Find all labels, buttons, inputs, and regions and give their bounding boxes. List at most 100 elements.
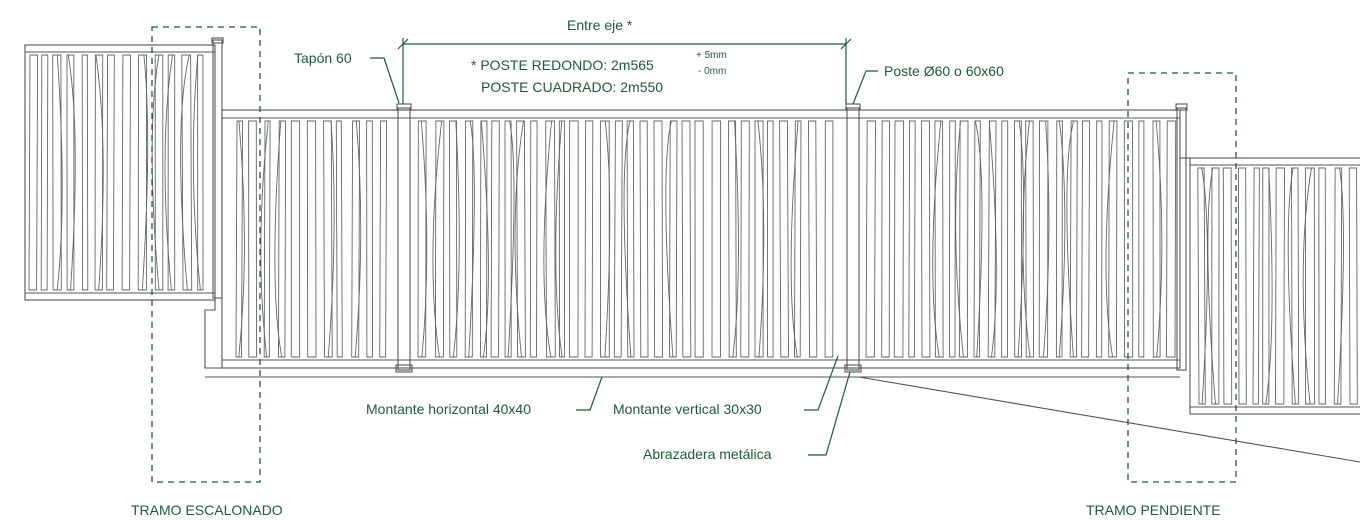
montante-horizontal-leader bbox=[576, 376, 603, 411]
branch-curve bbox=[274, 120, 283, 358]
dimension-tick-right bbox=[840, 38, 852, 50]
slat bbox=[653, 120, 664, 358]
tolerance-plus-label: + 5mm bbox=[696, 50, 727, 61]
branch-curve bbox=[327, 120, 335, 358]
branch-curve bbox=[238, 120, 245, 358]
branch-curve bbox=[974, 120, 983, 358]
slat bbox=[881, 120, 891, 358]
slat bbox=[1014, 120, 1022, 358]
slat bbox=[81, 54, 89, 291]
slat bbox=[767, 120, 774, 358]
annotations: Entre eje * * POSTE REDONDO: 2m565 + 5mm… bbox=[131, 17, 1237, 518]
branch-curve bbox=[164, 54, 173, 291]
slat bbox=[351, 120, 361, 358]
branch-curve bbox=[757, 120, 765, 358]
fence-panels bbox=[24, 37, 1360, 463]
slat bbox=[197, 54, 204, 291]
abrazadera-leader bbox=[808, 371, 851, 456]
right-panel-slats bbox=[1197, 167, 1358, 405]
slat bbox=[1152, 120, 1161, 358]
poste-cuadrado-label: POSTE CUADRADO: 2m550 bbox=[481, 79, 663, 95]
tramo-escalonado-box bbox=[151, 26, 261, 483]
slat bbox=[66, 54, 75, 291]
branch-curve bbox=[665, 120, 674, 358]
slat bbox=[694, 120, 704, 358]
branch-curve bbox=[468, 120, 475, 358]
branch-curve bbox=[151, 54, 160, 291]
slat bbox=[417, 120, 427, 358]
slat bbox=[1108, 120, 1118, 358]
branch-curve bbox=[452, 120, 460, 358]
slat bbox=[121, 54, 131, 291]
branch-curve bbox=[480, 120, 489, 358]
slat bbox=[824, 120, 834, 358]
clamp-2 bbox=[844, 364, 862, 373]
slat bbox=[920, 120, 931, 358]
branch-curve bbox=[604, 120, 611, 358]
left-stepped-panel-frame bbox=[24, 44, 216, 301]
montante-horizontal-label: Montante horizontal 40x40 bbox=[366, 401, 531, 417]
branch-curve bbox=[1058, 120, 1066, 358]
branch-curve bbox=[507, 120, 515, 358]
slat bbox=[1237, 167, 1247, 405]
branch-curve bbox=[432, 120, 443, 358]
branch-curve bbox=[623, 120, 632, 358]
slat bbox=[449, 120, 458, 358]
slat bbox=[779, 120, 789, 358]
slat bbox=[934, 120, 944, 358]
post-3 bbox=[1176, 107, 1187, 371]
slat bbox=[1252, 167, 1260, 405]
entre-eje-label: Entre eje * bbox=[567, 17, 633, 33]
slat bbox=[379, 120, 388, 358]
slat bbox=[1304, 167, 1315, 405]
slat bbox=[1291, 167, 1300, 405]
slat bbox=[40, 54, 49, 291]
branch-curve bbox=[932, 120, 942, 358]
tapon-label: Tapón 60 bbox=[294, 50, 352, 66]
slat bbox=[1333, 167, 1343, 405]
panel-a-slats bbox=[235, 120, 388, 358]
branch-curve bbox=[1066, 120, 1075, 358]
post-2 bbox=[846, 107, 860, 371]
slat bbox=[290, 120, 301, 358]
slat bbox=[949, 120, 956, 358]
slat bbox=[1318, 167, 1326, 405]
left-post-cap bbox=[211, 37, 224, 44]
slat bbox=[669, 120, 678, 358]
slat bbox=[1095, 120, 1103, 358]
branch-curve bbox=[67, 54, 76, 291]
montante-vertical-leader bbox=[804, 355, 839, 411]
slat bbox=[808, 120, 818, 358]
branch-curve bbox=[1207, 167, 1216, 405]
branch-curve bbox=[1337, 167, 1344, 405]
branch-curve bbox=[1105, 120, 1115, 358]
ground-slope-line bbox=[858, 376, 1360, 463]
slat bbox=[1025, 120, 1034, 358]
slat bbox=[973, 120, 981, 358]
left-post bbox=[212, 39, 223, 299]
slat bbox=[681, 120, 692, 358]
slat bbox=[626, 120, 635, 358]
slat bbox=[711, 120, 722, 358]
branch-curve bbox=[955, 120, 964, 358]
slat bbox=[248, 120, 257, 358]
tapon-leader bbox=[370, 57, 400, 104]
slat bbox=[794, 120, 802, 358]
slat bbox=[1081, 120, 1091, 358]
slat bbox=[464, 120, 474, 358]
panel-c-slats bbox=[865, 120, 1177, 358]
slat bbox=[1038, 120, 1049, 358]
panel-b-slats bbox=[417, 120, 834, 358]
slat bbox=[529, 120, 538, 358]
branch-curve bbox=[988, 120, 997, 358]
slat bbox=[908, 120, 916, 358]
slat bbox=[728, 120, 737, 358]
tramo-escalonado-label: TRAMO ESCALONADO bbox=[131, 502, 283, 518]
slat bbox=[545, 120, 556, 358]
slat bbox=[1348, 167, 1358, 405]
branch-curve bbox=[790, 120, 799, 358]
slat bbox=[1055, 120, 1063, 358]
right-sloped-panel-frame bbox=[1189, 157, 1360, 415]
abrazadera-label: Abrazadera metálica bbox=[643, 446, 772, 462]
